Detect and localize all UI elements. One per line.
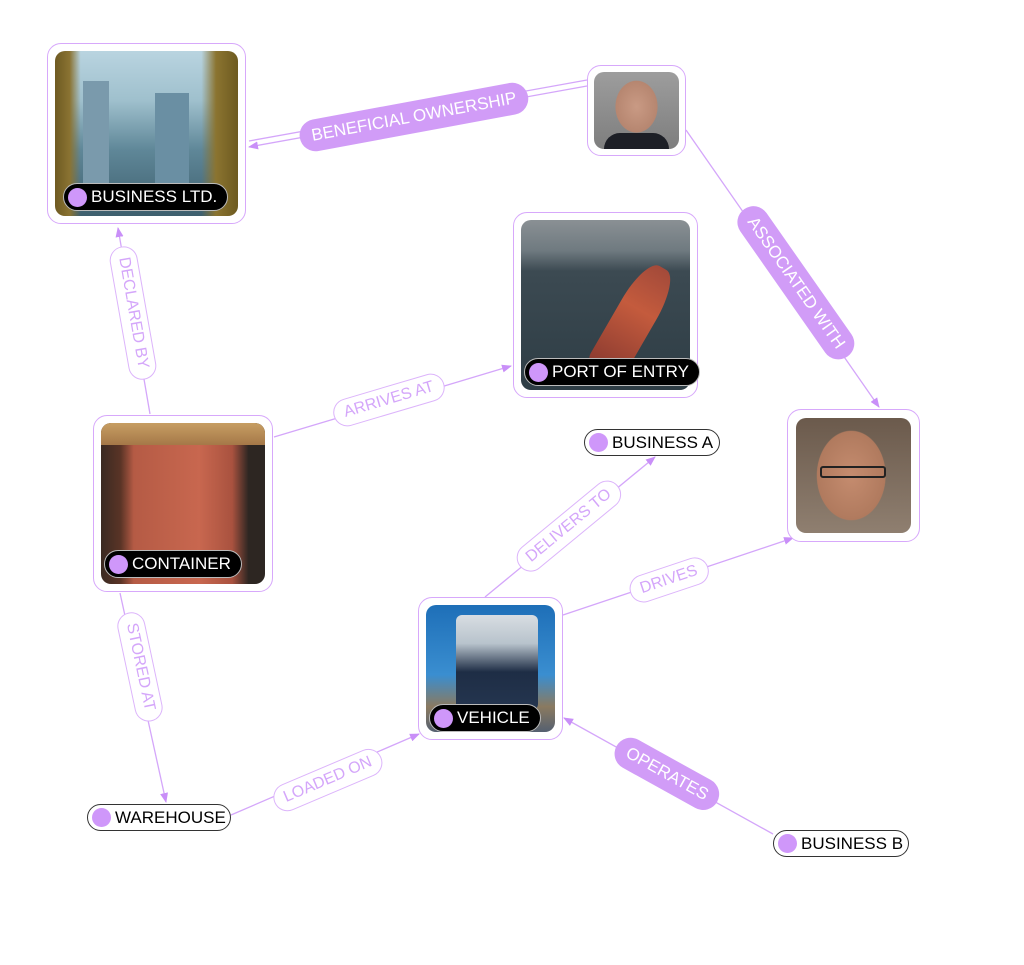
node-business-a[interactable]: BUSINESS A [584, 429, 720, 456]
container-top [101, 423, 265, 445]
node-warehouse[interactable]: WAREHOUSE [87, 804, 231, 831]
man-portrait-suit-image [594, 72, 679, 149]
entity-dot-icon [778, 834, 797, 853]
node-label: CONTAINER [132, 554, 231, 573]
suit [604, 133, 669, 149]
node-label: PORT OF ENTRY [552, 362, 689, 381]
entity-dot-icon [434, 708, 453, 728]
glasses [820, 466, 886, 478]
node-tag-port-of-entry: PORT OF ENTRY [524, 358, 700, 386]
entity-dot-icon [92, 808, 111, 827]
node-person-2[interactable] [787, 409, 920, 542]
tower-left [83, 81, 109, 201]
node-container[interactable]: CONTAINER [93, 415, 273, 592]
entity-dot-icon [589, 433, 608, 452]
node-label: BUSINESS LTD. [91, 187, 218, 206]
node-label: BUSINESS B [801, 833, 904, 853]
truck-cab [456, 615, 538, 710]
node-business-b[interactable]: BUSINESS B [773, 830, 909, 857]
node-business-ltd[interactable]: BUSINESS LTD. [47, 43, 246, 224]
node-label: BUSINESS A [612, 432, 714, 452]
node-tag-business-ltd: BUSINESS LTD. [63, 183, 229, 211]
node-person-1[interactable] [587, 65, 686, 156]
node-tag-container: CONTAINER [104, 550, 242, 578]
entity-dot-icon [68, 187, 87, 207]
node-label: WAREHOUSE [115, 807, 226, 827]
node-tag-vehicle: VEHICLE [429, 704, 541, 732]
node-label: VEHICLE [457, 708, 530, 727]
node-vehicle[interactable]: VEHICLE [418, 597, 563, 740]
entity-dot-icon [529, 362, 548, 382]
node-port-of-entry[interactable]: PORT OF ENTRY [513, 212, 700, 398]
man-portrait-glasses-image [796, 418, 911, 533]
entity-dot-icon [109, 554, 128, 574]
